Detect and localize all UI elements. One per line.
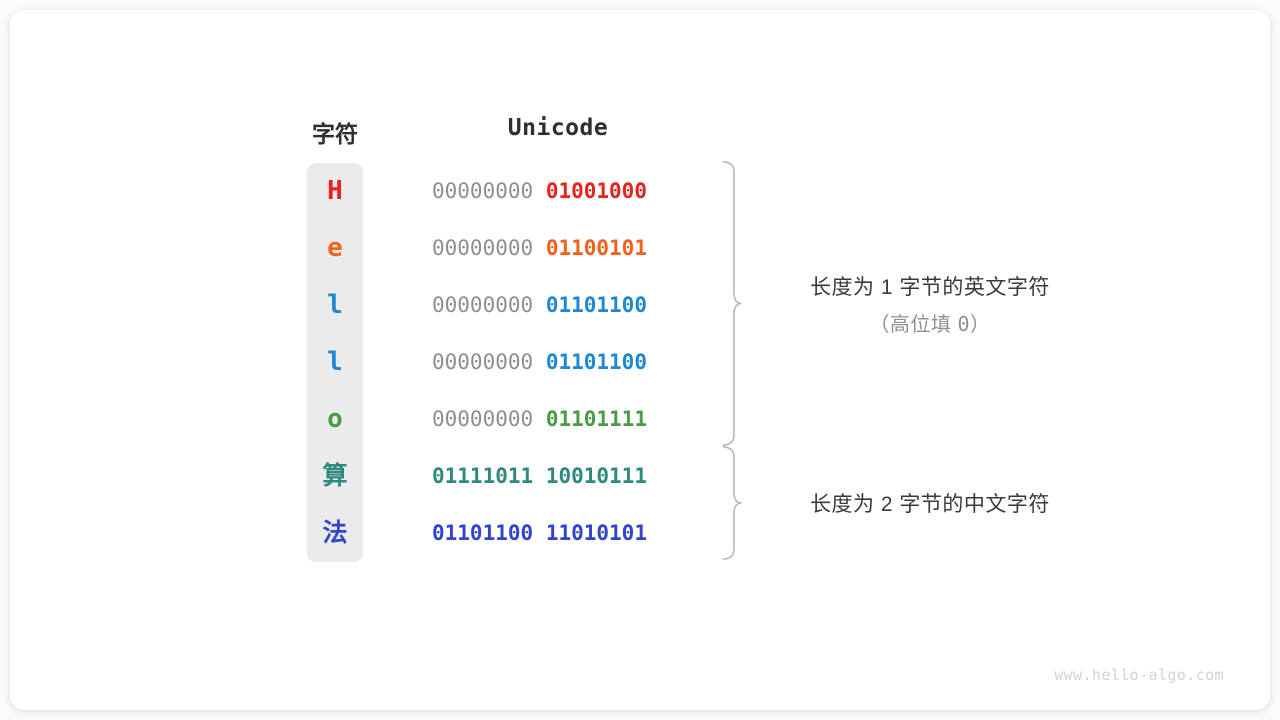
column-header-unicode: Unicode xyxy=(507,115,609,141)
annotation: 长度为 2 字节的中文字符 xyxy=(680,488,1180,518)
high-byte: 00000000 xyxy=(432,350,534,374)
figure-card xyxy=(10,10,1270,710)
low-byte: 01101111 xyxy=(545,407,647,431)
annotation: 长度为 1 字节的英文字符 （高位填 0） xyxy=(680,271,1180,337)
brace-2 xyxy=(722,446,742,560)
character-cell: 法 xyxy=(322,519,348,547)
high-byte: 00000000 xyxy=(432,179,534,203)
unicode-row: 00000000 01101100 xyxy=(432,277,684,334)
unicode-row: 00000000 01100101 xyxy=(432,220,684,277)
low-byte: 01101100 xyxy=(545,350,647,374)
unicode-row: 01111011 10010111 xyxy=(432,448,684,505)
column-header-character: 字符 xyxy=(312,121,358,147)
low-byte: 01101100 xyxy=(545,293,647,317)
high-byte: 01111011 xyxy=(432,464,534,488)
annotation-zero-value: 0 xyxy=(957,311,971,336)
brace-1 xyxy=(722,161,742,446)
annotation-line-1: 长度为 1 字节的英文字符 xyxy=(810,275,1050,299)
character-column-background xyxy=(307,163,363,562)
unicode-row: 00000000 01101100 xyxy=(432,334,684,391)
annotation-line-2: （高位填 0） xyxy=(869,311,991,336)
unicode-row: 00000000 01001000 xyxy=(432,163,684,220)
high-byte: 00000000 xyxy=(432,293,534,317)
high-byte: 01101100 xyxy=(432,521,534,545)
character-cell: o xyxy=(327,404,343,434)
high-byte: 00000000 xyxy=(432,236,534,260)
unicode-row: 01101100 11010101 xyxy=(432,505,684,562)
unicode-row: 00000000 01101111 xyxy=(432,391,684,448)
low-byte: 01001000 xyxy=(545,179,647,203)
low-byte: 01100101 xyxy=(545,236,647,260)
annotation-line-1: 长度为 2 字节的中文字符 xyxy=(810,493,1050,516)
watermark: www.hello-algo.com xyxy=(1054,666,1224,684)
character-cell: e xyxy=(327,233,343,263)
low-byte: 10010111 xyxy=(545,464,647,488)
low-byte: 11010101 xyxy=(545,521,647,545)
character-cell: 算 xyxy=(322,462,348,490)
character-cell: l xyxy=(327,290,343,320)
character-cell: H xyxy=(327,176,343,206)
character-cell: l xyxy=(327,347,343,377)
high-byte: 00000000 xyxy=(432,407,534,431)
